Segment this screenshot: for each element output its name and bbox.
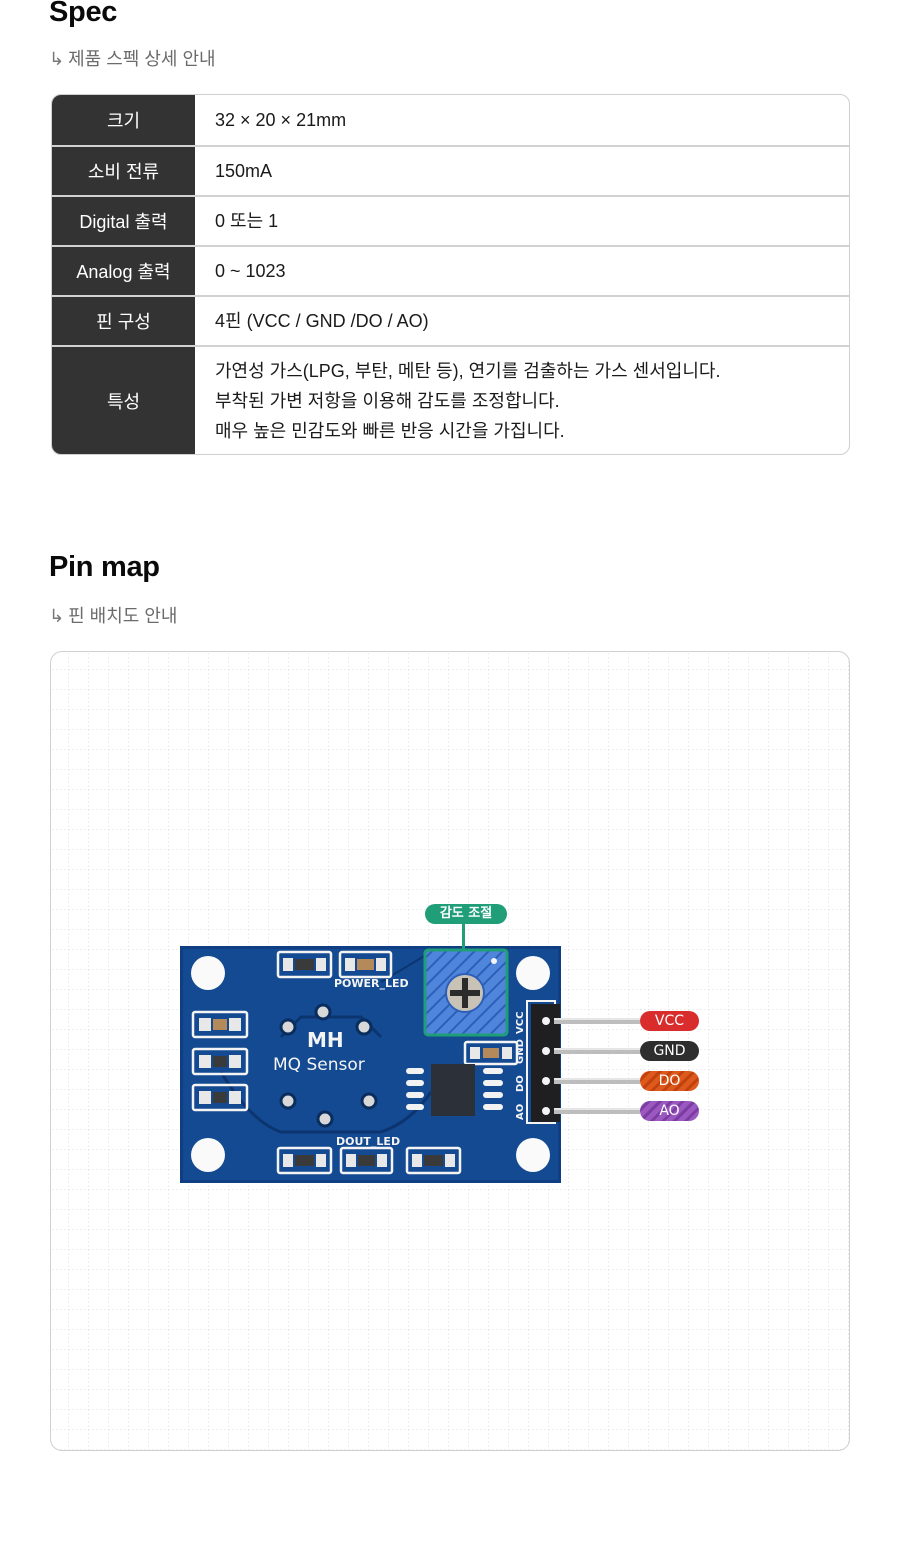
spec-key: Analog 출력 [52, 247, 195, 295]
spec-subtitle-text: 제품 스펙 상세 안내 [68, 49, 216, 69]
spec-subtitle: ↳제품 스펙 상세 안내 [49, 45, 216, 71]
spec-row-size: 크기 32 × 20 × 21mm [52, 95, 849, 145]
return-arrow-icon: ↳ [49, 49, 65, 69]
spec-key: 소비 전류 [52, 147, 195, 195]
spec-key: 특성 [52, 347, 195, 454]
header-label: DO [515, 1075, 526, 1092]
header-label: AO [515, 1104, 526, 1120]
spec-key: Digital 출력 [52, 197, 195, 245]
header-label: VCC [515, 1012, 526, 1034]
spec-value-line: 부착된 가변 저항을 이용해 감도를 조정합니다. [215, 390, 560, 411]
ic-chip [431, 1064, 475, 1116]
pinmap-canvas: MH MQ Sensor POWER_LED DOUT_LED VCC GND … [50, 651, 850, 1451]
sensitivity-callout: 감도 조절 [425, 904, 507, 924]
mounting-hole [516, 1138, 550, 1172]
header-label: GND [515, 1039, 526, 1064]
spec-key: 크기 [52, 95, 195, 145]
spec-value-line: 150mA [215, 161, 273, 181]
pin-badge-gnd: GND [640, 1041, 699, 1061]
pin-badge-vcc: VCC [640, 1011, 699, 1031]
spec-row-pins: 핀 구성 4핀 (VCC / GND /DO / AO) [52, 295, 849, 345]
pin-badge-ao: AO [640, 1101, 699, 1121]
spec-value-line: 4핀 (VCC / GND /DO / AO) [215, 311, 429, 331]
spec-value: 0 또는 1 [195, 197, 849, 245]
spec-value-line: 32 × 20 × 21mm [215, 110, 347, 130]
pinmap-title: Pin map [49, 551, 160, 583]
mounting-hole [191, 1138, 225, 1172]
spec-row-features: 특성 가연성 가스(LPG, 부탄, 메탄 등), 연기를 검출하는 가스 센서… [52, 345, 849, 454]
callout-connector [462, 924, 465, 950]
pin-badge-do: DO [640, 1071, 699, 1091]
mounting-hole [191, 956, 225, 990]
board-model-text: MQ Sensor [273, 1055, 365, 1075]
dout-led-label: DOUT_LED [336, 1135, 400, 1148]
spec-key: 핀 구성 [52, 297, 195, 345]
spec-row-current: 소비 전류 150mA [52, 145, 849, 195]
power-led-label: POWER_LED [334, 977, 409, 990]
spec-value: 150mA [195, 147, 849, 195]
pinmap-subtitle-text: 핀 배치도 안내 [68, 606, 178, 626]
spec-table: 크기 32 × 20 × 21mm 소비 전류 150mA Digital 출력… [51, 94, 850, 455]
potentiometer[interactable] [423, 948, 509, 1037]
spec-value: 4핀 (VCC / GND /DO / AO) [195, 297, 849, 345]
spec-row-digital: Digital 출력 0 또는 1 [52, 195, 849, 245]
sensor-board: MH MQ Sensor POWER_LED DOUT_LED VCC GND … [180, 924, 640, 1183]
mounting-hole [516, 956, 550, 990]
spec-row-analog: Analog 출력 0 ~ 1023 [52, 245, 849, 295]
return-arrow-icon: ↳ [49, 606, 65, 626]
grid-background: MH MQ Sensor POWER_LED DOUT_LED VCC GND … [51, 652, 849, 1450]
spec-title: Spec [49, 0, 118, 28]
spec-value-line: 0 또는 1 [215, 211, 279, 231]
spec-value-line: 매우 높은 민감도와 빠른 반응 시간을 가집니다. [215, 420, 565, 441]
spec-value-line: 가연성 가스(LPG, 부탄, 메탄 등), 연기를 검출하는 가스 센서입니다… [215, 360, 721, 381]
pinmap-subtitle: ↳핀 배치도 안내 [49, 602, 177, 628]
spec-value: 0 ~ 1023 [195, 247, 849, 295]
board-brand-text: MH [307, 1028, 344, 1052]
spec-value: 가연성 가스(LPG, 부탄, 메탄 등), 연기를 검출하는 가스 센서입니다… [195, 347, 849, 454]
spec-value: 32 × 20 × 21mm [195, 95, 849, 145]
spec-value-line: 0 ~ 1023 [215, 261, 286, 281]
pin-legs [554, 1018, 640, 1114]
